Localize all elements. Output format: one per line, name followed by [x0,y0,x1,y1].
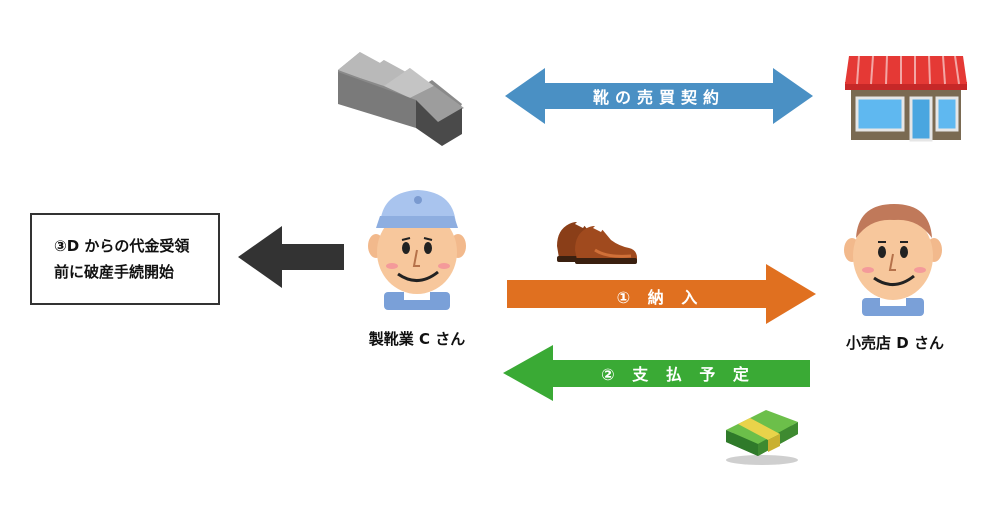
retailer-person-icon [844,204,942,316]
money-icon [726,410,798,465]
delivery-label: ① 納 入 [616,288,704,307]
store-icon [845,55,967,142]
payment-label: ② 支 払 予 定 [601,365,755,384]
note-line-2: 前に破産手続開始 [54,263,175,281]
payment-arrow [503,345,810,401]
bankruptcy-arrow [238,226,344,288]
retailer-label: 小売店 D さん [846,334,944,352]
contract-label: 靴の売買契約 [592,88,725,107]
delivery-arrow [507,264,816,324]
shoes-icon [557,218,637,264]
contract-arrow-shape [505,68,813,124]
manufacturer-person-icon [368,190,466,310]
contract-double-arrow [505,68,813,124]
factory-icon [338,52,464,146]
bankruptcy-note-box: ③D からの代金受領 前に破産手続開始 [30,213,220,305]
manufacturer-label: 製靴業 C さん [368,330,466,348]
note-line-1: ③D からの代金受領 [54,237,190,255]
